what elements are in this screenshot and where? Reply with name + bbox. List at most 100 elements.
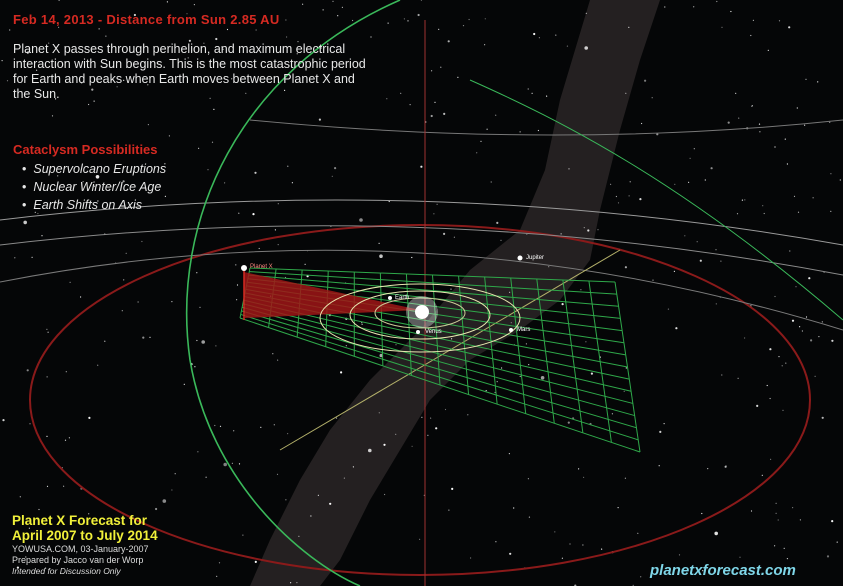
star — [628, 26, 630, 28]
star — [675, 327, 678, 330]
star — [641, 122, 643, 125]
star — [31, 256, 33, 258]
star — [527, 88, 529, 90]
star — [721, 374, 723, 376]
planet-x-dot — [241, 265, 247, 271]
star — [384, 493, 386, 496]
star — [830, 173, 832, 175]
star — [322, 9, 324, 11]
star — [758, 123, 761, 125]
star — [378, 242, 380, 244]
star — [255, 29, 257, 31]
star — [623, 390, 625, 392]
star — [617, 202, 620, 204]
star — [710, 167, 713, 170]
star — [205, 476, 207, 478]
star — [818, 336, 820, 338]
star — [735, 92, 737, 94]
star — [395, 344, 397, 346]
star — [337, 15, 339, 17]
star — [196, 339, 198, 342]
star — [783, 547, 785, 550]
star — [298, 535, 300, 537]
ecliptic-grid — [239, 267, 641, 453]
star — [674, 183, 676, 185]
star — [797, 211, 800, 213]
star — [340, 371, 343, 374]
star — [207, 169, 209, 171]
star — [495, 541, 497, 543]
star — [484, 44, 486, 46]
star — [222, 48, 224, 51]
star — [171, 489, 173, 491]
star — [352, 466, 354, 468]
star — [519, 375, 521, 377]
star — [198, 147, 200, 149]
star — [386, 98, 388, 100]
star — [658, 465, 660, 467]
star — [480, 140, 482, 142]
star — [625, 367, 627, 369]
star — [420, 165, 423, 168]
star — [762, 205, 764, 207]
star — [538, 37, 541, 39]
grid-line — [240, 313, 639, 441]
star — [215, 37, 218, 41]
star — [41, 235, 43, 237]
star — [121, 310, 123, 312]
star — [796, 107, 798, 109]
star — [707, 468, 709, 470]
star — [368, 448, 372, 453]
star — [46, 376, 48, 378]
star — [317, 494, 319, 496]
list-item: Supervolcano Eruptions — [22, 160, 166, 178]
star — [420, 0, 422, 1]
star — [720, 260, 722, 262]
star — [272, 353, 274, 355]
star — [304, 263, 306, 265]
star — [23, 220, 28, 225]
star — [9, 29, 11, 31]
star — [370, 36, 372, 38]
star — [716, 0, 718, 3]
star — [673, 270, 676, 272]
star — [93, 100, 95, 102]
star — [739, 556, 741, 558]
star — [233, 430, 235, 432]
star — [287, 433, 289, 435]
star — [821, 416, 824, 419]
star — [343, 477, 345, 479]
star — [341, 6, 343, 8]
site-url: planetxforecast.com — [650, 562, 796, 579]
star — [457, 76, 459, 78]
star — [46, 435, 48, 437]
star — [58, 26, 60, 28]
star — [215, 345, 217, 347]
star — [400, 92, 402, 94]
star — [242, 534, 244, 536]
star — [587, 229, 590, 232]
star — [451, 338, 453, 340]
star — [14, 257, 16, 259]
star — [805, 316, 808, 318]
star — [438, 28, 440, 30]
earth-label: Earth — [395, 295, 410, 301]
star — [777, 519, 779, 521]
star — [639, 198, 642, 201]
star — [509, 291, 511, 293]
star — [617, 507, 619, 509]
star — [741, 199, 744, 201]
star — [216, 575, 218, 578]
star — [332, 0, 334, 2]
star — [378, 412, 380, 414]
forecast-title-line-1: Planet X Forecast for — [12, 513, 148, 528]
star — [201, 340, 205, 344]
star — [218, 562, 221, 564]
star — [379, 254, 383, 258]
star — [568, 168, 570, 170]
star — [527, 478, 530, 480]
star — [277, 203, 279, 205]
planet-x-label: Planet X — [250, 264, 273, 270]
star — [590, 372, 594, 375]
